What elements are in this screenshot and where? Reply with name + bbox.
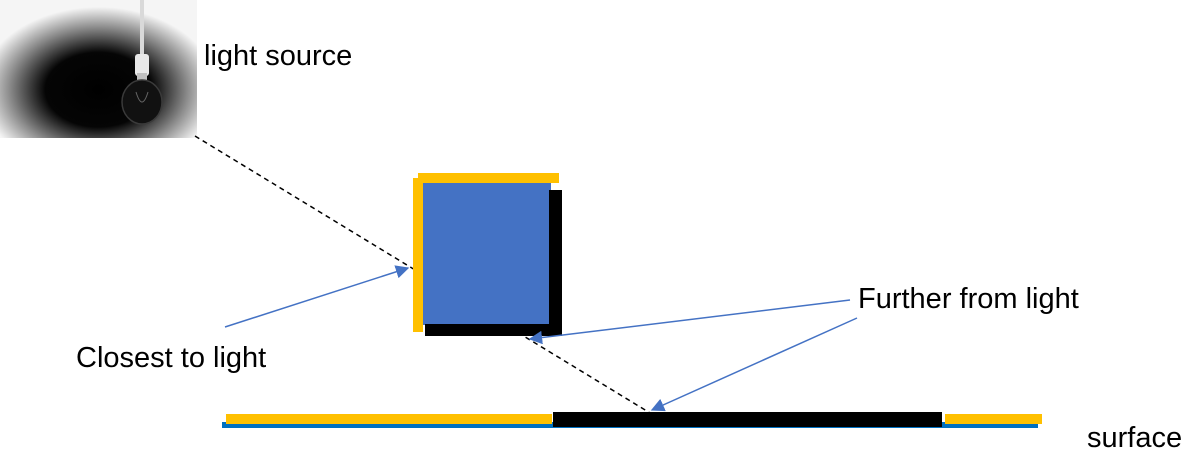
light-source-label: light source (204, 40, 353, 72)
cube-shadow-bottom-edge (425, 324, 562, 336)
cube-face (423, 183, 551, 325)
surface-label: surface (1087, 422, 1183, 454)
further-from-light-label: Further from light (858, 283, 1079, 315)
light-bulb-icon (0, 0, 197, 138)
surface (222, 412, 1042, 428)
cube-lit-left-edge (413, 178, 423, 332)
surface-lit-right (945, 414, 1042, 424)
cube (413, 173, 562, 336)
further-arrow-surface (650, 317, 858, 412)
further-arrow-cube (528, 299, 851, 345)
surface-lit-left (226, 414, 552, 424)
closest-to-light-label: Closest to light (76, 342, 267, 374)
closest-arrow (224, 265, 410, 328)
cube-lit-top-edge (418, 173, 559, 183)
surface-shadow (553, 412, 942, 427)
cube-shadow-right-edge (549, 190, 562, 334)
